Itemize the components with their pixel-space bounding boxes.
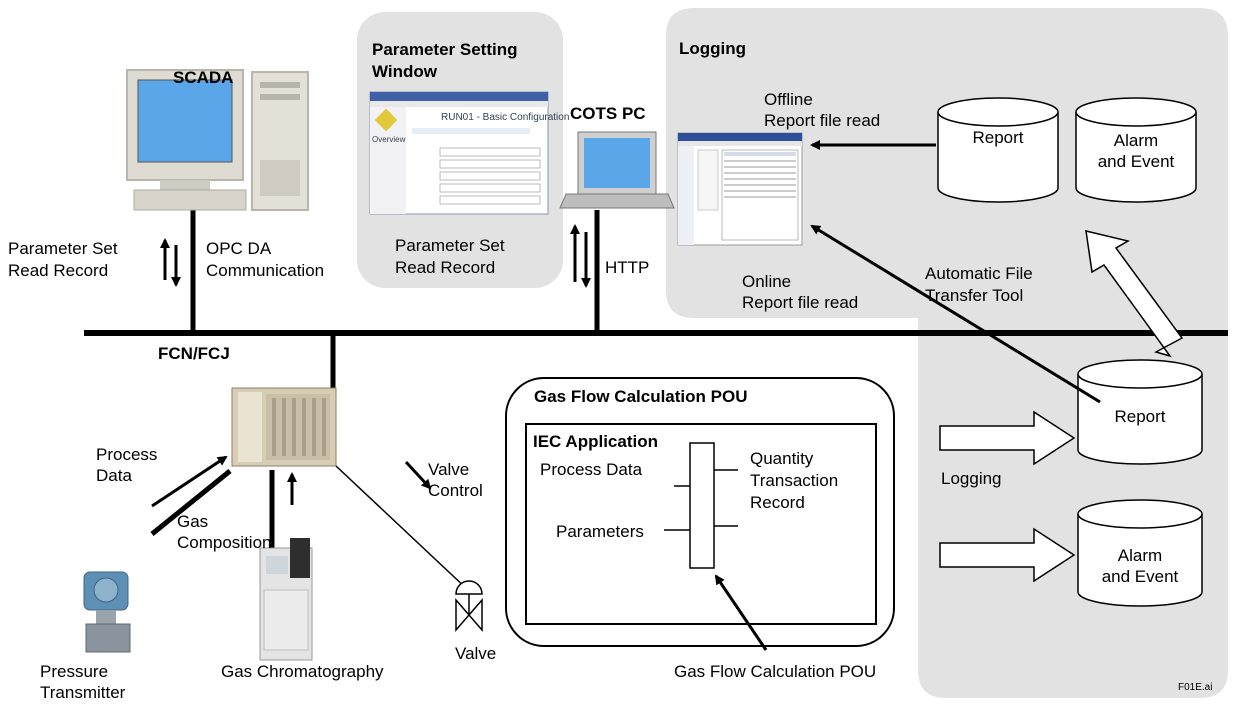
- opc-label-1: OPC DA: [206, 239, 272, 258]
- gas-chromatography-label: Gas Chromatography: [221, 662, 384, 681]
- valve-label: Valve: [455, 644, 497, 663]
- logging-title: Logging: [679, 39, 747, 58]
- auto-transfer-arrow: [1085, 230, 1184, 358]
- quantity-label-2: Transaction: [750, 471, 839, 490]
- pou-pointer-arrow: [714, 574, 768, 651]
- report-top-label: Report: [972, 128, 1024, 147]
- alarm-top-label-2: and Event: [1097, 152, 1175, 171]
- scada-computer-icon: [126, 69, 309, 211]
- iec-block: [689, 442, 715, 569]
- alarm-bottom-label-2: and Event: [1101, 567, 1179, 586]
- fcn-label: FCN/FCJ: [158, 344, 230, 363]
- gas-chromatography-icon: [259, 538, 313, 661]
- logging-arrow-label: Logging: [941, 469, 1002, 488]
- report-cylinder-top: [937, 97, 1059, 203]
- param-window-title-2: Window: [372, 62, 437, 81]
- logging-arrow-alarm: [939, 527, 1076, 583]
- gas-composition-1: Gas: [177, 512, 209, 531]
- param-set-left-1: Parameter Set: [8, 239, 118, 258]
- valve-icon: [455, 580, 483, 633]
- pressure-transmitter-icon: [83, 571, 131, 653]
- process-data-input-label: Process Data: [540, 460, 643, 479]
- logging-screenshot: [677, 132, 803, 246]
- cots-pc-label: COTS PC: [570, 104, 646, 123]
- offline-label-2: Report file read: [764, 111, 881, 130]
- valve-line: [335, 465, 469, 591]
- param-window-title-1: Parameter Setting: [372, 40, 518, 59]
- online-label-2: Report file read: [742, 293, 859, 312]
- screenshot-overview: Overview: [372, 135, 406, 144]
- online-arrow: [810, 224, 1101, 404]
- quantity-label-3: Record: [750, 493, 805, 512]
- valve-control-2: Control: [428, 481, 483, 500]
- valve-control-arrow: [404, 460, 432, 490]
- report-bottom-label: Report: [1114, 407, 1166, 426]
- process-data-left-2: Data: [96, 466, 132, 485]
- screenshot-run-title: RUN01 - Basic Configuration: [441, 112, 570, 123]
- http-label: HTTP: [605, 258, 650, 277]
- online-label-1: Online: [742, 272, 792, 291]
- fcn-controller-icon: [231, 387, 337, 467]
- alarm-top-label-1: Alarm: [1113, 131, 1159, 150]
- gas-composition-line: [150, 469, 232, 536]
- offline-label-1: Offline: [764, 90, 813, 109]
- cots-laptop-icon: [559, 131, 675, 209]
- param-window-screenshot: [369, 91, 549, 215]
- pressure-label-1: Pressure: [40, 662, 109, 681]
- param-set-mid-1: Parameter Set: [395, 236, 505, 255]
- quantity-label-1: Quantity: [750, 449, 814, 468]
- alarm-cylinder-bottom: [1077, 499, 1203, 607]
- param-set-mid-2: Read Record: [395, 258, 496, 277]
- pou-title: Gas Flow Calculation POU: [534, 387, 748, 406]
- alarm-cylinder-top: [1075, 97, 1197, 203]
- figure-id: F01E.ai: [1178, 682, 1213, 693]
- auto-transfer-label-2: Transfer Tool: [925, 286, 1024, 305]
- iec-application-label: IEC Application: [533, 432, 658, 451]
- gas-composition-2: Composition: [177, 533, 272, 552]
- logging-arrow-report: [939, 410, 1076, 466]
- process-data-arrow: [151, 455, 228, 508]
- report-cylinder-bottom: [1077, 359, 1203, 465]
- parameters-input-label: Parameters: [556, 522, 644, 541]
- auto-transfer-label-1: Automatic File: [925, 264, 1033, 283]
- alarm-bottom-label-1: Alarm: [1117, 546, 1163, 565]
- process-data-left-1: Process: [96, 445, 158, 464]
- valve-control-1: Valve: [428, 460, 470, 479]
- pou-bottom-label: Gas Flow Calculation POU: [674, 662, 877, 681]
- param-set-left-2: Read Record: [8, 261, 109, 280]
- opc-label-2: Communication: [206, 261, 325, 280]
- scada-label: SCADA: [173, 68, 234, 87]
- pressure-label-2: Transmitter: [40, 683, 126, 702]
